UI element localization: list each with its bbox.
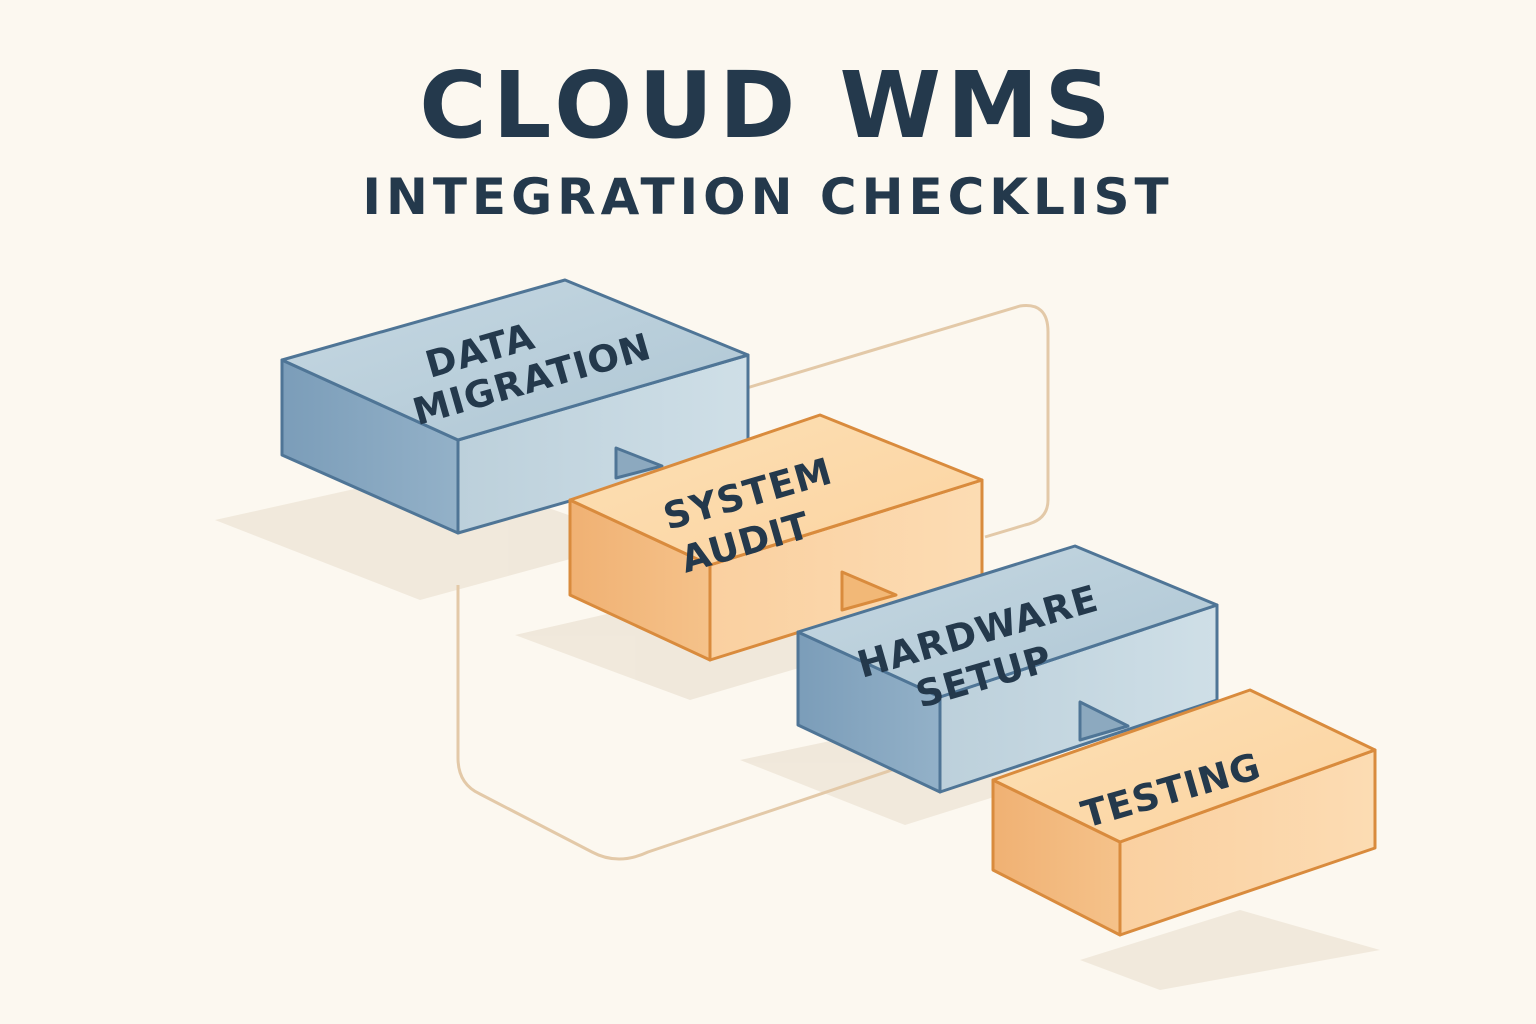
diagram-stage: CLOUD WMS INTEGRATION CHECKLIST [0,0,1536,1024]
isometric-flow-diagram: DATA MIGRATION SYSTEM AUDIT HARDWARE SET… [0,0,1536,1024]
